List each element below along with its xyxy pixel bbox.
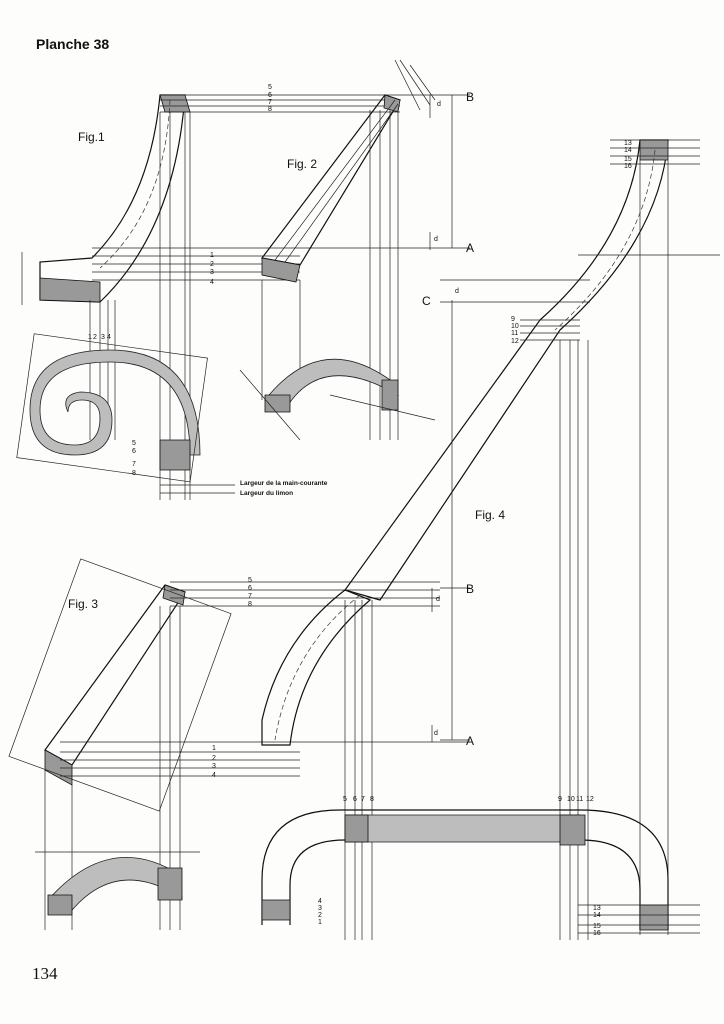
num-1-plan: 1 — [318, 919, 322, 926]
page-number: 134 — [32, 964, 58, 983]
dim-d-3: d — [455, 288, 459, 295]
fig4-label: Fig. 4 — [475, 508, 506, 522]
num-12-fig4: 12 — [511, 338, 519, 345]
num-11-plan: 11 — [576, 796, 584, 803]
num-7-fig1: 7 — [132, 461, 136, 468]
num-2-mid: 2 — [210, 261, 214, 268]
num-9-fig4: 9 — [511, 316, 515, 323]
num-4-fig1: 4 — [107, 334, 111, 341]
num-15-bottom: 15 — [593, 923, 601, 930]
legend-handrail: Largeur de la main-courante — [240, 480, 328, 487]
fig1-drawing — [16, 94, 440, 500]
num-4-fig3: 4 — [212, 772, 216, 779]
legend-stringer: Largeur du limon — [240, 490, 294, 497]
num-2-fig3: 2 — [212, 755, 216, 762]
num-4-plan: 4 — [318, 898, 322, 905]
num-2-plan: 2 — [318, 912, 322, 919]
fig4-drawing — [261, 139, 720, 940]
plate-title: Planche 38 — [36, 36, 110, 52]
num-6-fig3: 6 — [248, 585, 252, 592]
num-5-fig4: 5 — [343, 796, 347, 803]
num-4-mid: 4 — [210, 279, 214, 286]
num-8-fig1: 8 — [132, 470, 136, 477]
num-6-top: 6 — [268, 92, 272, 99]
num-8-fig4: 8 — [370, 796, 374, 803]
dim-d-2: d — [434, 236, 438, 243]
dim-d-1: d — [437, 101, 441, 108]
fig2-drawing — [239, 59, 470, 441]
num-5-fig1: 5 — [132, 440, 136, 447]
num-8-fig3: 8 — [248, 601, 252, 608]
fig2-label: Fig. 2 — [287, 157, 318, 171]
fig1-label: Fig.1 — [78, 130, 105, 144]
num-10-plan: 10 — [567, 796, 575, 803]
num-1-mid: 1 — [210, 252, 214, 259]
num-16-bottom: 16 — [593, 930, 601, 937]
num-13-top: 13 — [624, 140, 632, 147]
point-a-bottom: A — [466, 734, 475, 748]
num-7-fig4: 7 — [361, 796, 365, 803]
point-a-top: A — [466, 241, 475, 255]
num-2-fig1: 2 — [93, 334, 97, 341]
num-13-bottom: 13 — [593, 905, 601, 912]
num-5-fig3: 5 — [248, 577, 252, 584]
num-14-bottom: 14 — [593, 912, 601, 919]
num-1-fig3: 1 — [212, 745, 216, 752]
num-6-fig4: 6 — [353, 796, 357, 803]
num-8-top: 8 — [268, 106, 272, 113]
num-3-fig1: 3 — [101, 334, 105, 341]
num-15-top: 15 — [624, 156, 632, 163]
num-10-fig4: 10 — [511, 323, 519, 330]
num-1-fig1: 1 — [88, 334, 92, 341]
num-14-top: 14 — [624, 147, 632, 154]
dim-d-5: d — [434, 730, 438, 737]
point-b-top: B — [466, 90, 475, 104]
num-3-fig3: 3 — [212, 763, 216, 770]
num-7-top: 7 — [268, 99, 272, 106]
num-7-fig3: 7 — [248, 593, 252, 600]
num-3-mid: 3 — [210, 269, 214, 276]
num-3-plan: 3 — [318, 905, 322, 912]
fig3-label: Fig. 3 — [68, 597, 99, 611]
num-12-plan: 12 — [586, 796, 594, 803]
num-5-top: 5 — [268, 84, 272, 91]
fig3-drawing — [8, 558, 470, 930]
num-6-fig1: 6 — [132, 448, 136, 455]
num-11-fig4: 11 — [511, 330, 519, 337]
num-9-plan: 9 — [558, 796, 562, 803]
num-16-top: 16 — [624, 163, 632, 170]
point-b-bottom: B — [466, 582, 475, 596]
dim-d-4: d — [436, 596, 440, 603]
point-c: C — [422, 294, 431, 308]
